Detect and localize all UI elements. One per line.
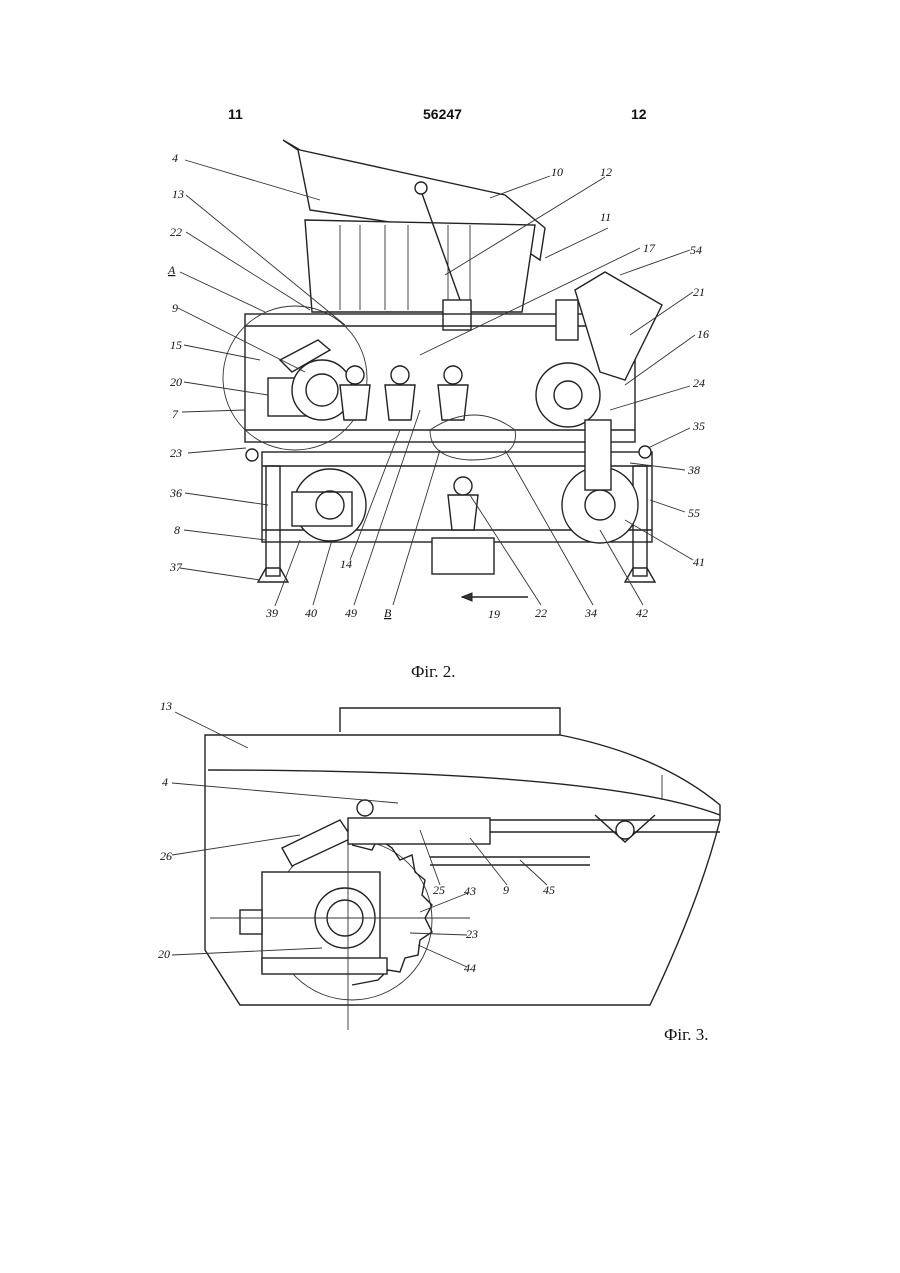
fig3-label-45: 45 [543,883,555,897]
fig3-label-13: 13 [160,699,172,713]
fig3-label-23: 23 [466,927,478,941]
fig3-label-9: 9 [503,883,509,897]
fig3-label-20: 20 [158,947,170,961]
fig3-label-44: 44 [464,961,476,975]
figure-3-caption: Фіг. 3. [664,1025,708,1045]
fig3-label-25: 25 [433,883,445,897]
fig3-label-26: 26 [160,849,172,863]
fig3-label-4: 4 [162,775,168,789]
fig3-label-43: 43 [464,884,476,898]
